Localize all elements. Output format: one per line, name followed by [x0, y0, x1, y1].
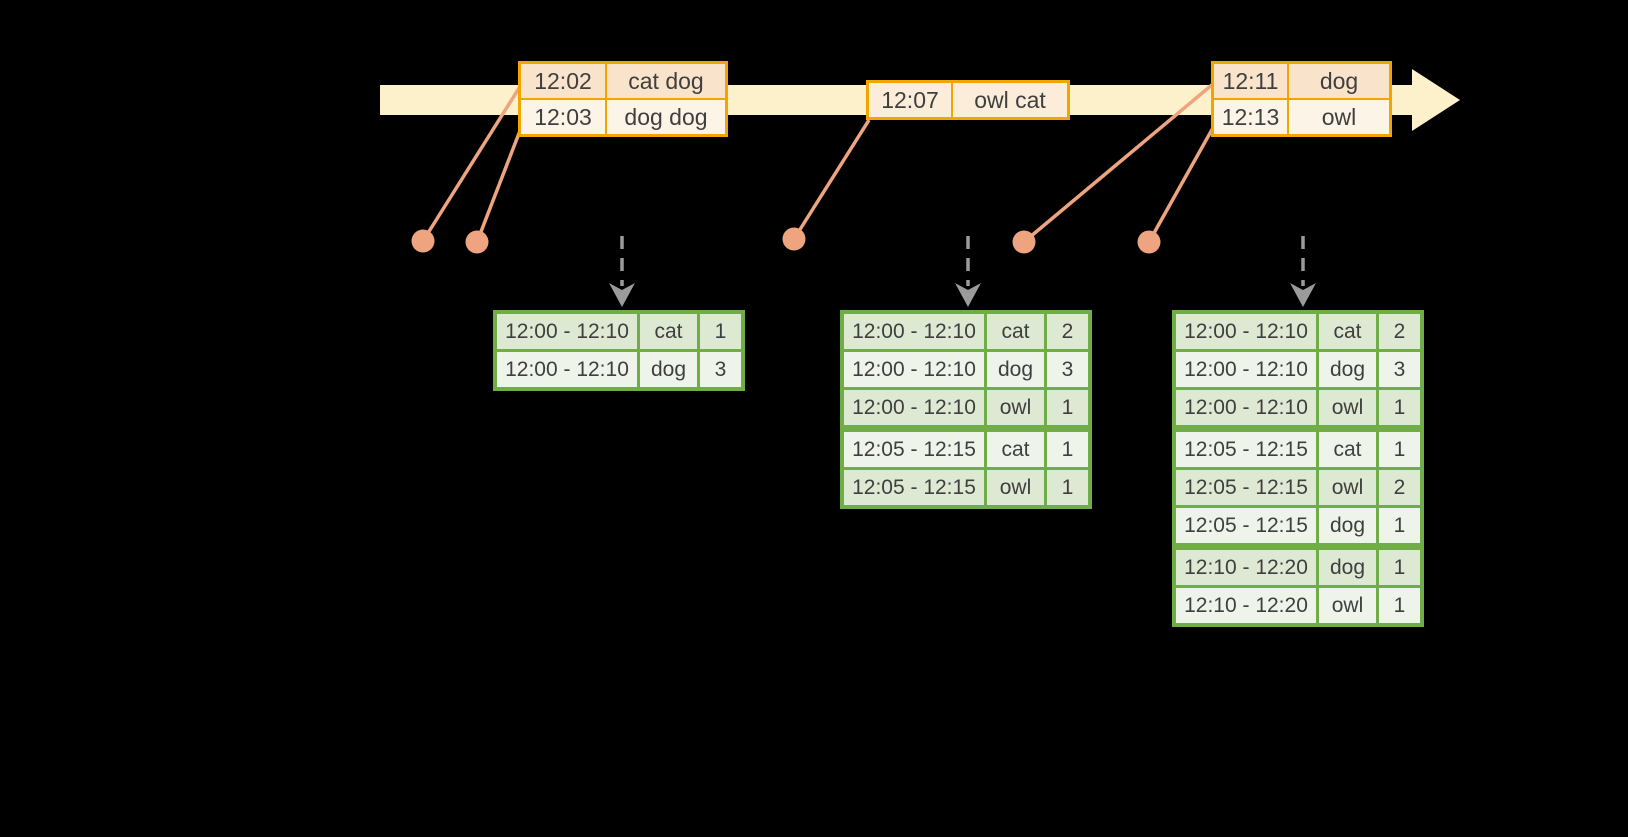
- event-connector-line: [421, 84, 523, 242]
- event-dot-icon: [782, 227, 806, 251]
- word-cell: cat: [640, 314, 697, 349]
- count-cell: 3: [1379, 352, 1420, 387]
- count-cell: 1: [700, 314, 741, 349]
- count-cell: 1: [1379, 508, 1420, 543]
- event-dot-icon: [1137, 230, 1161, 254]
- count-cell: 1: [1047, 432, 1088, 467]
- window-range-cell: 12:05 - 12:15: [1176, 432, 1316, 467]
- event-dots: [411, 227, 1161, 254]
- count-cell: 3: [700, 352, 741, 387]
- count-cell: 2: [1379, 314, 1420, 349]
- word-cell: owl: [987, 470, 1044, 505]
- event-connector-line: [1022, 82, 1215, 244]
- trigger-arrowhead-icon: [609, 283, 635, 307]
- window-range-cell: 12:10 - 12:20: [1176, 588, 1316, 623]
- word-cell: cat: [987, 432, 1044, 467]
- event-words-cell: owl cat: [953, 83, 1067, 117]
- window-range-cell: 12:10 - 12:20: [1176, 550, 1316, 585]
- trigger-arrows: [620, 236, 1305, 286]
- count-cell: 2: [1379, 470, 1420, 505]
- window-range-cell: 12:00 - 12:10: [844, 314, 984, 349]
- window-range-cell: 12:05 - 12:15: [844, 470, 984, 505]
- event-time-cell: 12:11: [1214, 64, 1287, 98]
- window-range-cell: 12:00 - 12:10: [497, 352, 637, 387]
- event-connector-line: [475, 122, 525, 243]
- timeline-arrowhead-icon: [1412, 69, 1460, 131]
- word-cell: owl: [1319, 390, 1376, 425]
- word-cell: owl: [1319, 588, 1376, 623]
- count-cell: 1: [1379, 432, 1420, 467]
- event-dot-icon: [1012, 230, 1036, 254]
- word-cell: dog: [1319, 352, 1376, 387]
- event-dot-icon: [465, 230, 489, 254]
- trigger-arrowhead-icon: [955, 283, 981, 307]
- count-cell: 3: [1047, 352, 1088, 387]
- word-cell: owl: [1319, 470, 1376, 505]
- count-cell: 1: [1379, 390, 1420, 425]
- word-cell: owl: [987, 390, 1044, 425]
- event-words-cell: dog dog: [607, 100, 725, 134]
- word-cell: cat: [987, 314, 1044, 349]
- event-words-cell: owl: [1289, 100, 1389, 134]
- window-range-cell: 12:00 - 12:10: [1176, 314, 1316, 349]
- count-cell: 2: [1047, 314, 1088, 349]
- event-dot-icon: [411, 229, 435, 253]
- event-time-cell: 12:13: [1214, 100, 1287, 134]
- event-words-cell: dog: [1289, 64, 1389, 98]
- window-range-cell: 12:00 - 12:10: [1176, 352, 1316, 387]
- word-cell: dog: [1319, 550, 1376, 585]
- event-time-cell: 12:02: [521, 64, 605, 98]
- window-range-cell: 12:00 - 12:10: [497, 314, 637, 349]
- count-cell: 1: [1047, 470, 1088, 505]
- event-time-cell: 12:03: [521, 100, 605, 134]
- event-connector-lines: [421, 82, 1216, 244]
- event-connector-line: [792, 119, 871, 240]
- trigger-arrowhead-icon: [1290, 283, 1316, 307]
- window-range-cell: 12:05 - 12:15: [844, 432, 984, 467]
- window-range-cell: 12:00 - 12:10: [844, 390, 984, 425]
- word-cell: cat: [1319, 432, 1376, 467]
- word-cell: dog: [1319, 508, 1376, 543]
- word-cell: dog: [987, 352, 1044, 387]
- trigger-arrowheads: [609, 283, 1316, 307]
- event-words-cell: cat dog: [607, 64, 725, 98]
- window-range-cell: 12:00 - 12:10: [844, 352, 984, 387]
- window-range-cell: 12:00 - 12:10: [1176, 390, 1316, 425]
- count-cell: 1: [1379, 588, 1420, 623]
- word-cell: dog: [640, 352, 697, 387]
- window-range-cell: 12:05 - 12:15: [1176, 508, 1316, 543]
- count-cell: 1: [1047, 390, 1088, 425]
- word-cell: cat: [1319, 314, 1376, 349]
- event-connector-line: [1147, 125, 1216, 243]
- count-cell: 1: [1379, 550, 1420, 585]
- window-range-cell: 12:05 - 12:15: [1176, 470, 1316, 505]
- event-time-cell: 12:07: [869, 83, 951, 117]
